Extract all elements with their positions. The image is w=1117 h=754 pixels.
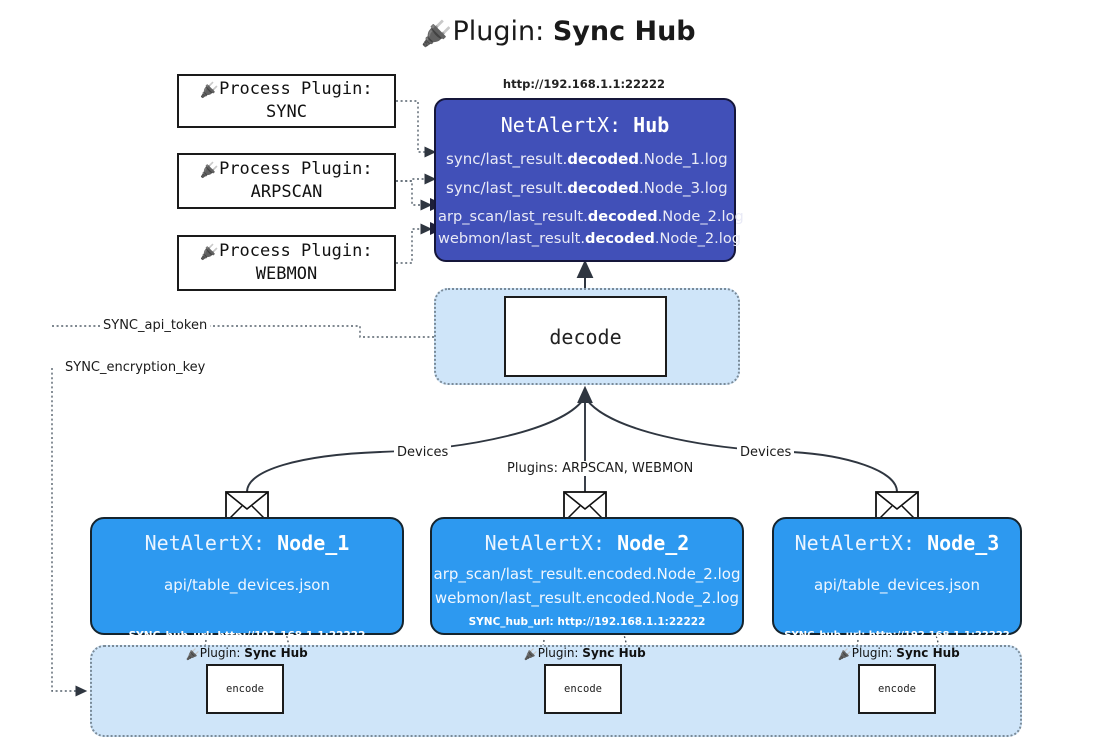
plug-icon: 🔌 (200, 81, 220, 100)
plug-icon: 🔌 (838, 648, 852, 661)
sync-api-token-label: SYNC_api_token (100, 318, 211, 333)
edge-label-plugins-center: Plugins: ARPSCAN, WEBMON (504, 461, 697, 476)
plug-icon: 🔌 (186, 648, 200, 661)
plug-icon: 🔌 (421, 19, 453, 48)
node-line-2: webmon/last_result.encoded.Node_2.log (434, 589, 740, 607)
page-title-name: Sync Hub (552, 16, 696, 47)
hub-log-1: sync/last_result.decoded.Node_1.log (446, 150, 728, 168)
process-plugin-box-sync[interactable]: 🔌Process Plugin: SYNC (177, 74, 396, 128)
hub-log-2: sync/last_result.decoded.Node_3.log (446, 179, 728, 197)
process-plugin-box-webmon[interactable]: 🔌Process Plugin: WEBMON (177, 235, 396, 291)
process-plugin-line2: SYNC (266, 102, 307, 122)
hub-url-caption: http://192.168.1.1:22222 (502, 77, 666, 91)
process-plugin-line1: 🔌Process Plugin: (200, 241, 373, 262)
plug-icon: 🔌 (200, 243, 220, 262)
page-title-prefix: Plugin: (452, 16, 553, 47)
process-plugin-box-arpscan[interactable]: 🔌Process Plugin: ARPSCAN (177, 153, 396, 209)
node-line-1: api/table_devices.json (164, 576, 330, 594)
decode-box[interactable]: decode (504, 296, 667, 377)
encode-box-1[interactable]: encode (206, 664, 284, 714)
encoder-caption-2: 🔌Plugin: Sync Hub (524, 646, 646, 661)
process-plugin-line1: 🔌Process Plugin: (200, 79, 373, 100)
encoder-caption-3: 🔌Plugin: Sync Hub (838, 646, 960, 661)
process-plugin-line2: WEBMON (255, 264, 318, 284)
edge-label-devices-left: Devices (394, 445, 452, 460)
node-box-node-1[interactable]: NetAlertX: Node_1 api/table_devices.json… (90, 517, 404, 642)
node-title: NetAlertX: Node_3 (794, 531, 1000, 555)
node-box-node-3[interactable]: NetAlertX: Node_3 api/table_devices.json… (772, 517, 1022, 641)
node-footer: SYNC_hub_url: http://192.168.1.1:22222 (468, 616, 706, 628)
sync-encryption-key-label: SYNC_encryption_key (62, 360, 209, 375)
hub-box[interactable]: NetAlertX: Hub sync/last_result.decoded.… (434, 98, 744, 262)
node-line-1: arp_scan/last_result.encoded.Node_2.log (433, 565, 741, 583)
hub-log-3: arp_scan/last_result.decoded.Node_2.log (438, 208, 744, 225)
node-box-node-2[interactable]: NetAlertX: Node_2 arp_scan/last_result.e… (430, 517, 744, 635)
node-footer: SYNC_hub_url: http://192.168.1.1:22222 (128, 630, 366, 642)
node-line-1: api/table_devices.json (814, 576, 980, 594)
node-title: NetAlertX: Node_1 (144, 531, 350, 555)
encoder-caption-1: 🔌Plugin: Sync Hub (186, 646, 308, 661)
hub-log-4: webmon/last_result.decoded.Node_2.log (438, 230, 742, 247)
edge-label-devices-right: Devices (737, 445, 795, 460)
encode-box-3[interactable]: encode (858, 664, 936, 714)
node-footer: SYNC_hub_url: http://192.168.1.1:22222 (784, 630, 1010, 641)
process-plugin-line1: 🔌Process Plugin: (200, 159, 373, 180)
page-title: 🔌Plugin: Sync Hub (0, 16, 1117, 49)
process-plugin-line2: ARPSCAN (250, 182, 323, 202)
encode-box-2[interactable]: encode (544, 664, 622, 714)
plug-icon: 🔌 (524, 648, 538, 661)
plug-icon: 🔌 (200, 161, 220, 180)
hub-title: NetAlertX: Hub (500, 113, 670, 137)
node-title: NetAlertX: Node_2 (484, 531, 690, 555)
